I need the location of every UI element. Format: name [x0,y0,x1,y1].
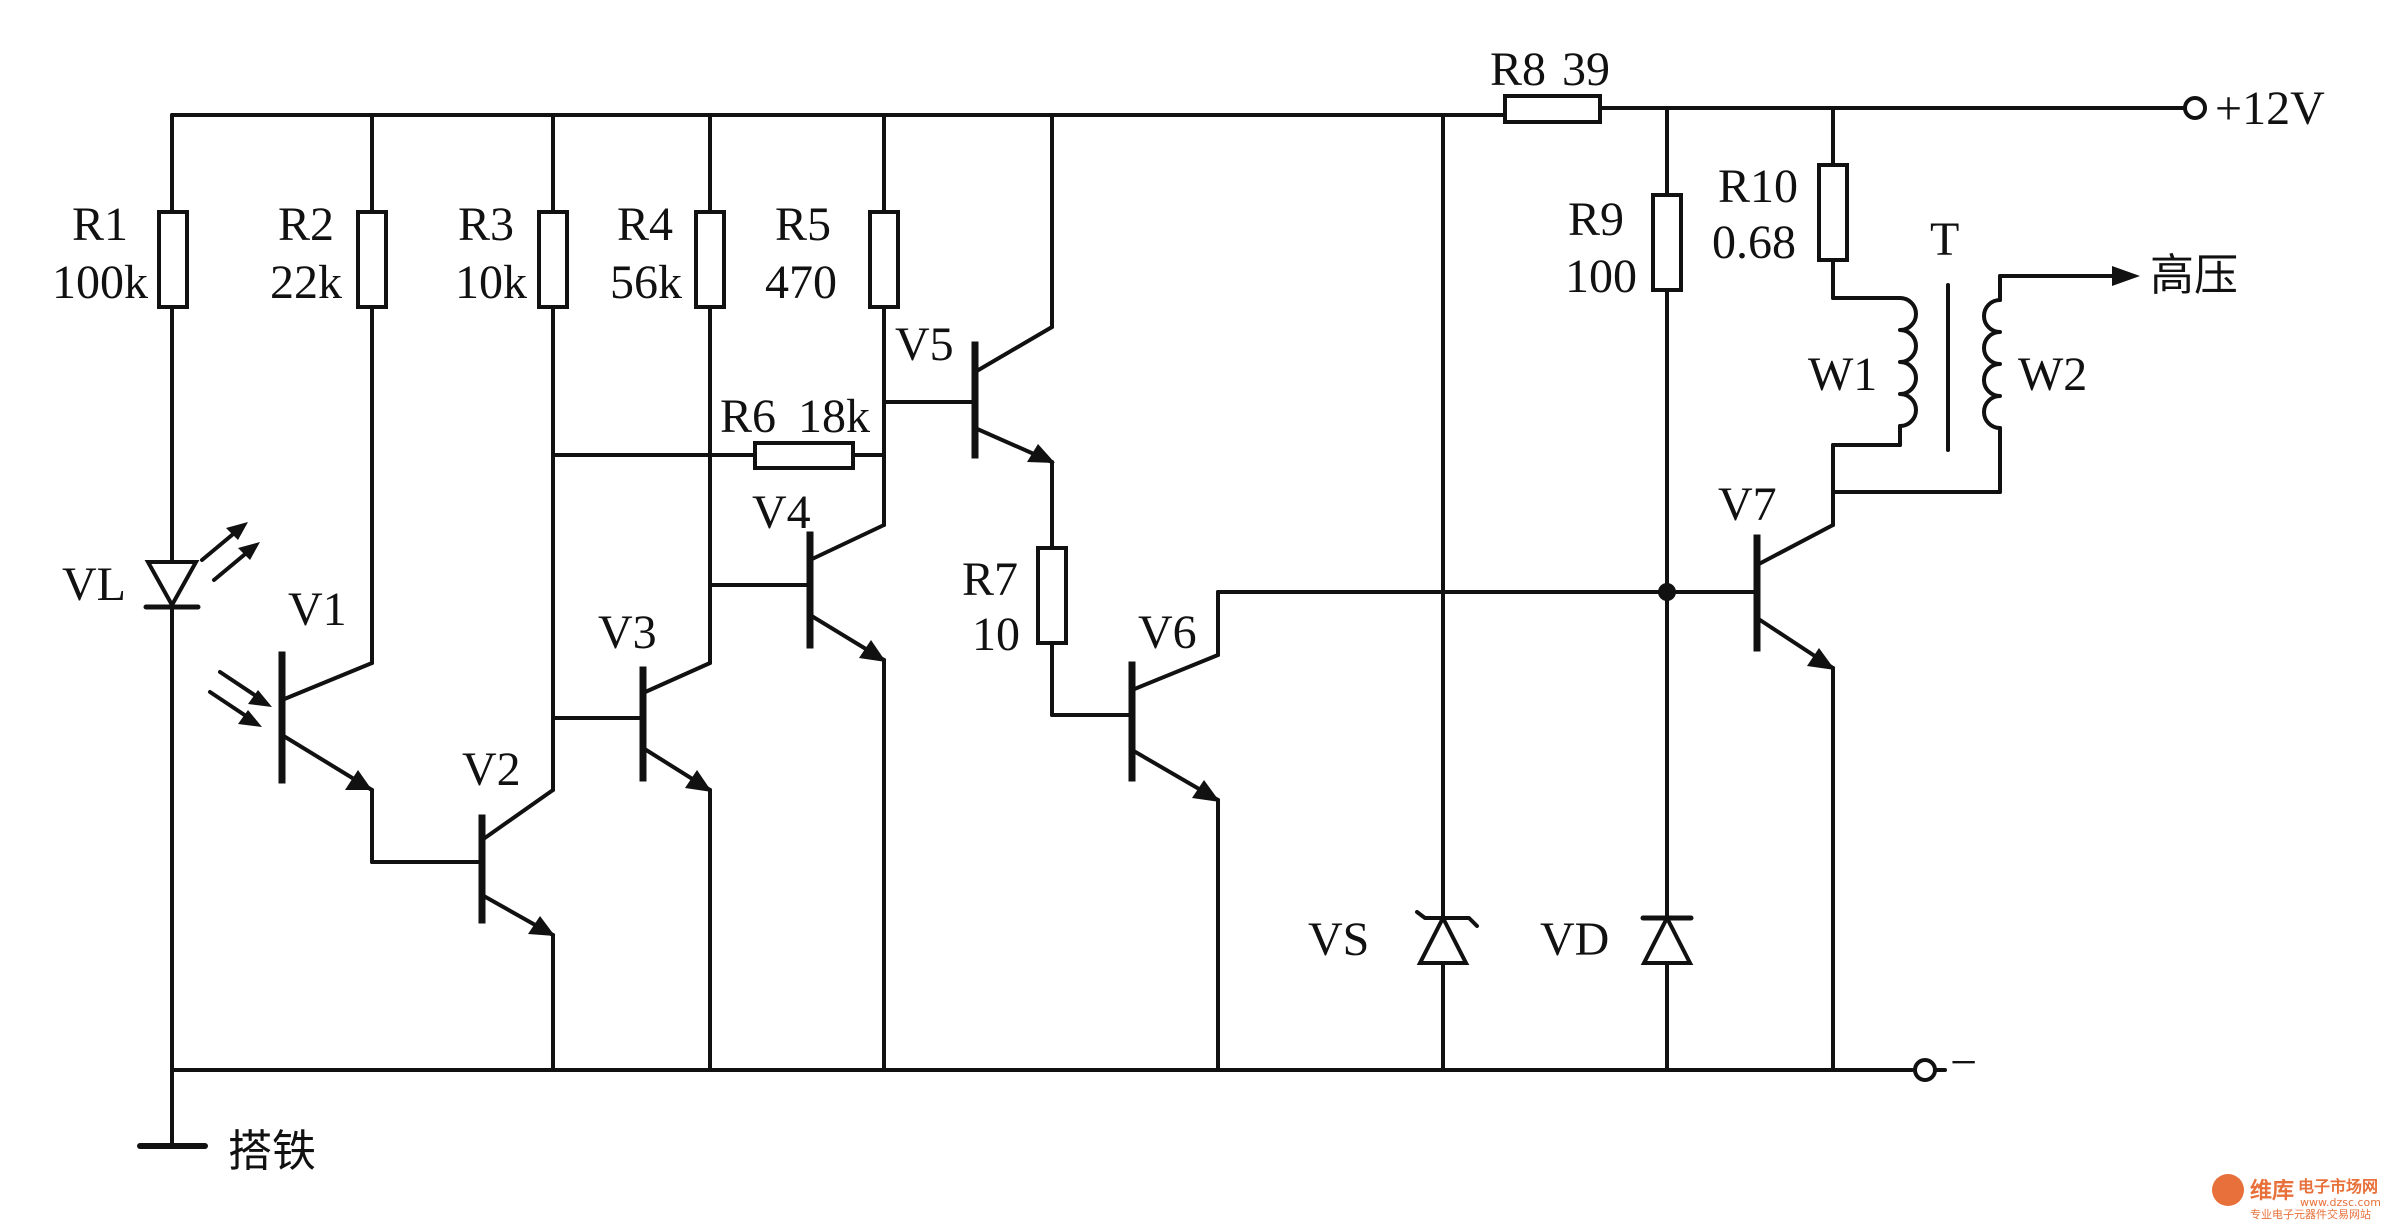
r5-id-label: R5 [775,198,831,251]
transformer-t [1831,266,2140,494]
r8-id-label: R8 [1490,43,1546,96]
v2-label: V2 [462,743,521,796]
v6-label: V6 [1138,606,1197,659]
r10-value-label: 0.68 [1712,216,1796,269]
vl-label: VL [62,558,126,611]
resistor-r10 [1817,106,1849,300]
negative-terminal [1913,1058,1937,1082]
r9-id-label: R9 [1568,193,1624,246]
r1-value-label: 100k [52,256,148,309]
w1-label: W1 [1808,348,1877,401]
r8-value-label: 39 [1562,43,1610,96]
r6-value-label: 18k [798,390,870,443]
r4-id-label: R4 [617,198,673,251]
v1-label: V1 [288,583,347,636]
v4-label: V4 [752,486,811,539]
diode-vd [1640,913,1694,965]
zener-vs [1415,113,1479,1072]
watermark: 维库 电子市场网 www.dzsc.com 专业电子元器件交易网站 [2212,1174,2381,1221]
r7-value-label: 10 [972,608,1020,661]
transistor-v1 [208,651,484,864]
w2-label: W2 [2018,348,2087,401]
resistor-r8 [1503,94,1602,124]
v5-label: V5 [895,318,954,371]
r2-value-label: 22k [270,256,342,309]
transistor-v3 [551,661,712,1072]
resistor-r3 [537,113,569,792]
v7-label: V7 [1718,478,1777,531]
resistor-r1 [157,210,189,309]
positive-rail [170,106,2187,117]
r10-id-label: R10 [1718,160,1798,213]
transformer-label: T [1930,213,1959,266]
resistor-r4 [694,113,726,665]
vd-label: VD [1540,913,1609,966]
r5-value-label: 470 [765,256,837,309]
resistor-r7 [1036,546,1134,717]
r3-value-label: 10k [455,256,527,309]
transistor-v5 [882,113,1055,550]
positive-supply-label: +12V [2215,82,2325,135]
vs-label: VS [1308,913,1369,966]
led-vl [143,305,260,1072]
watermark-brand: 维库 [2250,1178,2294,1204]
r9-value-label: 100 [1565,250,1637,303]
v3-label: V3 [598,606,657,659]
high-voltage-label: 高压 [2150,250,2238,301]
watermark-site: 电子市场网 [2298,1177,2378,1196]
transistor-v2 [478,788,555,1072]
r2-id-label: R2 [278,198,334,251]
r4-value-label: 56k [610,256,682,309]
ground-label: 搭铁 [228,1126,316,1177]
transistor-v7 [1665,490,1835,1072]
watermark-tagline: 专业电子元器件交易网站 [2250,1207,2371,1221]
r6-id-label: R6 [720,390,776,443]
watermark-url: www.dzsc.com [2300,1196,2381,1209]
resistor-r6 [551,441,886,470]
negative-supply-label: − [1950,1036,1977,1089]
transistor-v4 [708,523,886,1072]
resistor-r5 [868,113,900,527]
r1-id-label: R1 [72,198,128,251]
resistor-r2 [356,113,388,665]
r3-id-label: R3 [458,198,514,251]
r7-id-label: R7 [962,553,1018,606]
positive-terminal [2183,96,2207,120]
